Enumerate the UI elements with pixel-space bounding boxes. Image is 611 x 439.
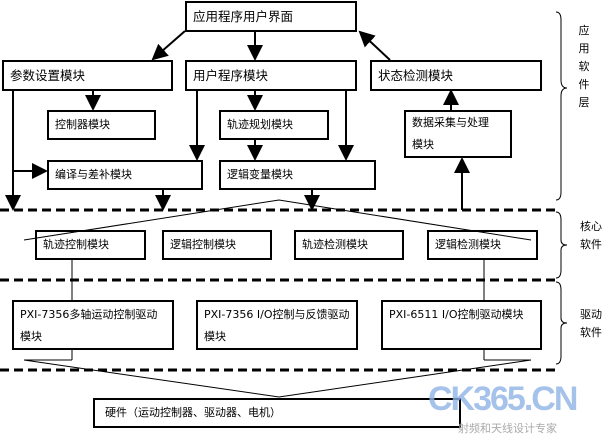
watermark-logo: CK365.CN: [428, 380, 578, 418]
driver-module-7356-io: PXI-7356 I/O控制与反馈驱动模块: [196, 300, 358, 350]
layer-label-app: 应用软件层: [578, 24, 590, 109]
layer-label-core: 核心软件: [580, 220, 602, 251]
logic-ctrl-module: 逻辑控制模块: [162, 230, 272, 260]
daq-module: 数据采集与处理模块: [404, 110, 512, 158]
controller-module: 控制器模块: [47, 110, 156, 140]
compile-module: 编译与差补模块: [47, 160, 203, 190]
logic-detect-module: 逻辑检测模块: [427, 230, 538, 260]
traj-ctrl-module: 轨迹控制模块: [35, 230, 146, 260]
watermark-tagline: 射频和天线设计专家: [458, 422, 557, 435]
logic-var-module: 逻辑变量模块: [219, 160, 376, 190]
status-detect-module: 状态检测模块: [370, 60, 542, 91]
user-program-module: 用户程序模块: [185, 60, 357, 91]
param-module: 参数设置模块: [2, 60, 173, 91]
traj-detect-module: 轨迹检测模块: [294, 230, 404, 260]
layer-label-driver: 驱动软件: [580, 308, 602, 339]
ui-module: 应用程序用户界面: [185, 1, 357, 32]
driver-module-6511-io: PXI-6511 I/O控制驱动模块: [381, 300, 542, 350]
hardware-box: 硬件（运动控制器、驱动器、电机）: [93, 398, 461, 428]
traj-plan-module: 轨迹规划模块: [219, 110, 329, 140]
driver-module-7356-motion: PXI-7356多轴运动控制驱动模块: [12, 300, 174, 350]
